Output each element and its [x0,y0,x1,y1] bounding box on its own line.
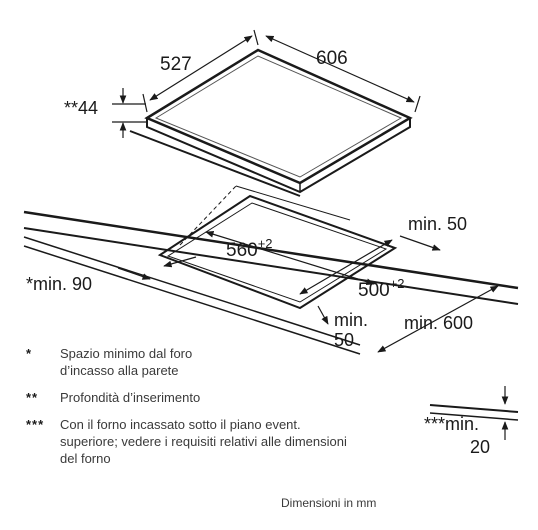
label-hob-depth: 527 [160,54,192,75]
legend-text-line: Profondità d’inserimento [60,390,201,405]
units-note: Dimensioni in mm [281,496,377,510]
label-rear-gap: min. 50 [408,214,467,234]
legend-text-line: d’incasso alla parete [60,363,179,378]
label-front-gap: *min. 90 [26,274,92,294]
legend-mark: *** [26,417,45,432]
legend-item-3: *** Con il forno incassato sotto il pian… [26,416,406,467]
legend-mark: ** [26,390,39,405]
label-cutout-width: 560+2 [226,236,273,261]
legend-mark: * [26,346,33,361]
label-hob-width: 606 [316,48,348,69]
legend-text-line: superiore; vedere i requisiti relativi a… [60,434,347,449]
label-front-edge-line2: 50 [334,330,354,350]
label-below-line2: 20 [470,437,490,457]
legend-text-line: Spazio minimo dal foro [60,346,193,361]
label-below-line1: ***min. [424,414,479,434]
label-worktop-depth: min. 600 [404,313,473,333]
dimension-lines [112,29,509,440]
label-insertion-depth: **44 [64,98,98,118]
legend-item-1: * Spazio minimo dal foro d’incasso alla … [26,345,326,379]
legend-item-2: ** Profondità d’inserimento [26,389,326,406]
legend-text-line: del forno [60,451,111,466]
label-cutout-depth: 500+2 [358,276,405,301]
legend-text-line: Con il forno incassato sotto il piano ev… [60,417,301,432]
label-front-edge-line1: min. [334,310,368,330]
